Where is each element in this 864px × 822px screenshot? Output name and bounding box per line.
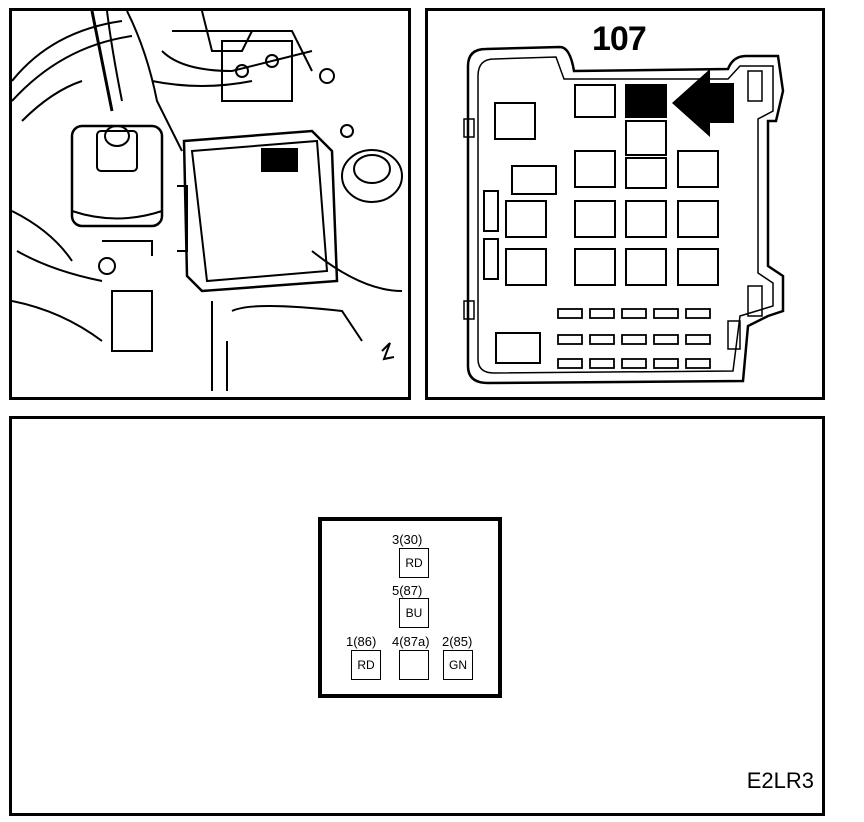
pin-wire-color: RD bbox=[351, 650, 381, 680]
fuse-box-layout bbox=[425, 8, 825, 400]
pin-number-label: 3(30) bbox=[392, 532, 423, 547]
relay-connector: 3(30) RD 5(87) BU 1(86) RD 4(87a) 2(85) … bbox=[318, 517, 502, 698]
relay-number-callout: 107 bbox=[592, 20, 647, 58]
pin-number-label: 5(87) bbox=[392, 583, 423, 598]
arrow-left-icon bbox=[672, 69, 734, 137]
pin-wire-color: GN bbox=[443, 650, 473, 680]
pin-wire-color: BU bbox=[399, 598, 429, 628]
pin-number-label: 2(85) bbox=[442, 634, 473, 649]
diagram-code: E2LR3 bbox=[746, 768, 814, 793]
pin-number-label: 1(86) bbox=[346, 634, 377, 649]
engine-bay-illustration bbox=[9, 8, 411, 400]
pin-wire-color: RD bbox=[399, 548, 429, 578]
pin-number-label: 4(87a) bbox=[392, 634, 430, 649]
pin-wire-color bbox=[399, 650, 429, 680]
